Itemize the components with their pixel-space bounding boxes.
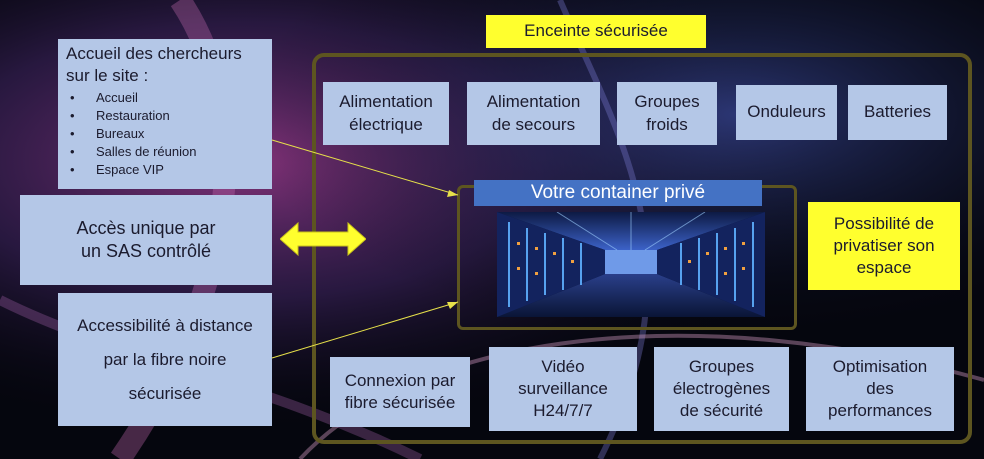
backup-power-box: Alimentation de secours [467, 82, 600, 145]
researcher-welcome-box: Accueil des chercheurs sur le site : Acc… [58, 39, 272, 189]
batteries-line1: Batteries [863, 102, 932, 122]
power-supply-line1: Alimentation [339, 92, 433, 112]
single-access-box: Accès unique par un SAS contrôlé [20, 195, 272, 285]
privatize-line1: Possibilité de [833, 213, 935, 233]
list-item: Accueil [70, 89, 264, 107]
remote-line2: par la fibre noire [103, 349, 227, 369]
privatize-space-box: Possibilité de privatiser son espace [808, 202, 960, 290]
chillers-line1: Groupes [634, 92, 700, 112]
video-line3: H24/7/7 [533, 401, 593, 421]
optimization-line2: des [866, 378, 894, 398]
server-corridor-image [497, 212, 765, 317]
backup-power-line1: Alimentation [486, 92, 581, 112]
power-supply-line2: électrique [349, 114, 423, 134]
chillers-line2: froids [646, 114, 688, 134]
video-surveillance-box: Vidéo surveillance H24/7/7 [489, 347, 637, 431]
enclosure-title: Enceinte sécurisée [486, 15, 706, 48]
welcome-list: Accueil Restauration Bureaux Salles de r… [66, 89, 264, 179]
chillers-box: Groupes froids [617, 82, 717, 145]
private-container-title-text: Votre container privé [530, 182, 706, 203]
access-line2: un SAS contrôlé [80, 241, 212, 261]
generators-line2: électrogènes [672, 378, 771, 398]
enclosure-title-text: Enceinte sécurisée [524, 21, 668, 41]
access-line1: Accès unique par [76, 217, 216, 238]
generators-line1: Groupes [688, 356, 755, 376]
privatize-line2: privatiser son [833, 235, 935, 255]
power-supply-box: Alimentation électrique [323, 82, 449, 145]
private-container-title: Votre container privé [474, 180, 762, 206]
backup-power-line2: de secours [491, 114, 576, 134]
remote-line3: sécurisée [128, 383, 202, 403]
list-item: Salles de réunion [70, 143, 264, 161]
generators-box: Groupes électrogènes de sécurité [654, 347, 789, 431]
ups-box: Onduleurs [736, 85, 837, 140]
remote-line1: Accessibilité à distance [77, 315, 253, 335]
video-line1: Vidéo [541, 356, 585, 376]
performance-optimization-box: Optimisation des performances [806, 347, 954, 431]
double-headed-arrow-icon [280, 221, 366, 257]
welcome-title-line2: sur le site : [66, 66, 149, 86]
list-item: Espace VIP [70, 161, 264, 179]
ups-line1: Onduleurs [747, 102, 826, 122]
secure-enclosure-frame [312, 53, 972, 444]
fiber-line1: Connexion par [344, 370, 456, 390]
list-item: Bureaux [70, 125, 264, 143]
batteries-box: Batteries [848, 85, 947, 140]
list-item: Restauration [70, 107, 264, 125]
fiber-line2: fibre sécurisée [344, 393, 456, 412]
remote-access-box: Accessibilité à distance par la fibre no… [58, 293, 272, 426]
fiber-connection-box: Connexion par fibre sécurisée [330, 357, 470, 427]
generators-line3: de sécurité [679, 401, 764, 421]
video-line2: surveillance [518, 378, 608, 398]
privatize-line3: espace [856, 258, 912, 278]
optimization-line1: Optimisation [832, 356, 928, 376]
welcome-title-line1: Accueil des chercheurs [66, 44, 242, 63]
optimization-line3: performances [828, 401, 932, 421]
